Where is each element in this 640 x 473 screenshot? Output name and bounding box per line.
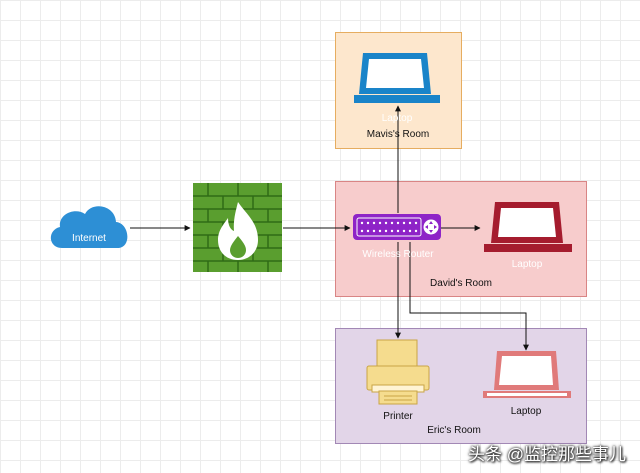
mavis-laptop-label: Laptop — [381, 113, 413, 124]
laptop-icon — [484, 202, 572, 252]
edge-router-eric-laptop — [409, 242, 529, 351]
wireless-router-icon — [353, 214, 441, 240]
laptop-icon — [354, 53, 440, 103]
firewall-icon — [193, 183, 282, 272]
laptop-icon — [483, 351, 571, 398]
connectors — [130, 105, 529, 351]
internet-label: Internet — [72, 233, 106, 244]
david-room-label: David's Room — [430, 278, 492, 289]
printer-label: Printer — [383, 411, 413, 422]
eric-room-label: Eric's Room — [427, 425, 481, 436]
mavis-room-label: Mavis's Room — [366, 129, 430, 140]
printer-icon — [366, 339, 430, 405]
router-label: Wireless Router — [362, 249, 434, 260]
david-laptop-label: Laptop — [511, 259, 543, 270]
flame-icon — [218, 202, 258, 260]
watermark: 头条 @监控那些事儿 — [468, 445, 626, 464]
cloud-icon — [50, 206, 128, 248]
eric-laptop-label: Laptop — [510, 406, 542, 417]
